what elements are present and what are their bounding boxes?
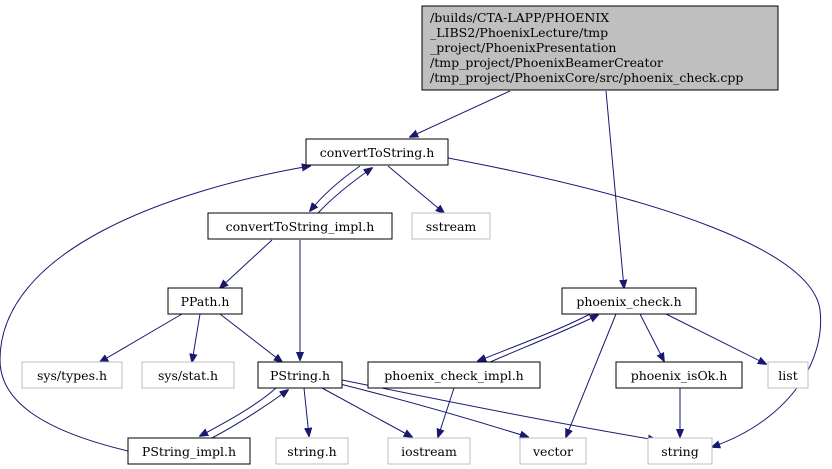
node-sys-stat: sys/stat.h (141, 361, 235, 389)
edges (0, 90, 822, 452)
edge-phoenix_check-to-vector (566, 313, 617, 437)
edge-PString-to-string_h (303, 387, 309, 436)
node-phoenix-isOk[interactable]: phoenix_isOk.h (615, 361, 743, 389)
node-iostream: iostream (387, 437, 471, 465)
edge-root-to-phoenix_check (605, 90, 624, 288)
node-label: vector (532, 444, 573, 459)
edge-phoenix_check-to-phoenix_isOk (639, 313, 664, 361)
node-vector: vector (519, 437, 587, 465)
node-label: convertToString.h (320, 145, 435, 160)
node-label: phoenix_check.h (576, 294, 681, 309)
edge-PPath-to-PString (219, 313, 282, 362)
node-label: string (661, 444, 698, 459)
node-phoenix-check-impl[interactable]: phoenix_check_impl.h (367, 361, 541, 389)
node-label: sstream (426, 219, 477, 234)
root-line-3: _project/PhoenixPresentation (430, 40, 616, 55)
node-PString[interactable]: PString.h (257, 361, 343, 389)
node-string: string (647, 437, 713, 465)
node-label: PString.h (270, 368, 330, 383)
node-sstream: sstream (411, 212, 491, 240)
root-line-2: _LIBS2/PhoenixLecture/tmp (430, 25, 608, 40)
node-label: phoenix_isOk.h (631, 368, 728, 383)
edge-PString-to-string (341, 379, 656, 440)
root-line-5: /tmp_project/PhoenixCore/src/phoenix_che… (430, 70, 743, 85)
edge-PString-to-vector (339, 383, 528, 437)
edge-PString_impl-to-PString (211, 390, 288, 439)
edge-phoenix_check_impl-to-iostream (438, 387, 455, 437)
edge-convertToString-to-string (447, 157, 822, 447)
edge-phoenix_check_impl-to-phoenix_check (487, 315, 598, 364)
node-PPath[interactable]: PPath.h (167, 287, 243, 315)
edge-PString-to-iostream (321, 387, 412, 437)
node-root-phoenix-check-cpp[interactable]: /builds/CTA-LAPP/PHOENIX _LIBS2/PhoenixL… (421, 5, 779, 91)
node-label: convertToString_impl.h (226, 219, 375, 234)
edge-convertToString-to-convertToString_impl (310, 165, 361, 211)
edge-phoenix_check-to-phoenix_check_impl (478, 313, 591, 361)
root-line-4: /tmp_project/PhoenixBeamerCreator (430, 55, 663, 70)
node-label: iostream (401, 444, 457, 459)
edge-convertToString_impl-to-PPath (220, 239, 273, 288)
edge-convertToString-to-sstream (387, 165, 444, 213)
node-phoenix-check-h[interactable]: phoenix_check.h (561, 287, 697, 315)
edge-PPath-to-sys_types (100, 313, 183, 362)
root-line-1: /builds/CTA-LAPP/PHOENIX (430, 10, 609, 25)
edge-root-to-convertToString (410, 90, 511, 137)
node-PString-impl[interactable]: PString_impl.h (127, 437, 251, 465)
node-label: PPath.h (181, 294, 230, 309)
node-label: PString_impl.h (142, 444, 236, 459)
node-list: list (767, 361, 809, 389)
edge-convertToString_impl-to-convertToString (317, 168, 372, 214)
node-label: sys/stat.h (158, 368, 218, 383)
edge-PString-to-PString_impl (200, 387, 277, 436)
node-label: string.h (287, 444, 337, 459)
edge-phoenix_check-to-list (661, 311, 766, 364)
node-label: phoenix_check_impl.h (384, 368, 523, 383)
node-label: sys/types.h (37, 368, 107, 383)
node-sys-types: sys/types.h (21, 361, 123, 389)
edge-PPath-to-sys_stat (192, 313, 201, 362)
node-string-h: string.h (275, 437, 349, 465)
edge-PString_impl-to-convertToString (0, 166, 310, 452)
node-label: list (778, 368, 797, 383)
node-convertToString-impl[interactable]: convertToString_impl.h (207, 212, 393, 240)
node-convertToString[interactable]: convertToString.h (305, 138, 449, 166)
